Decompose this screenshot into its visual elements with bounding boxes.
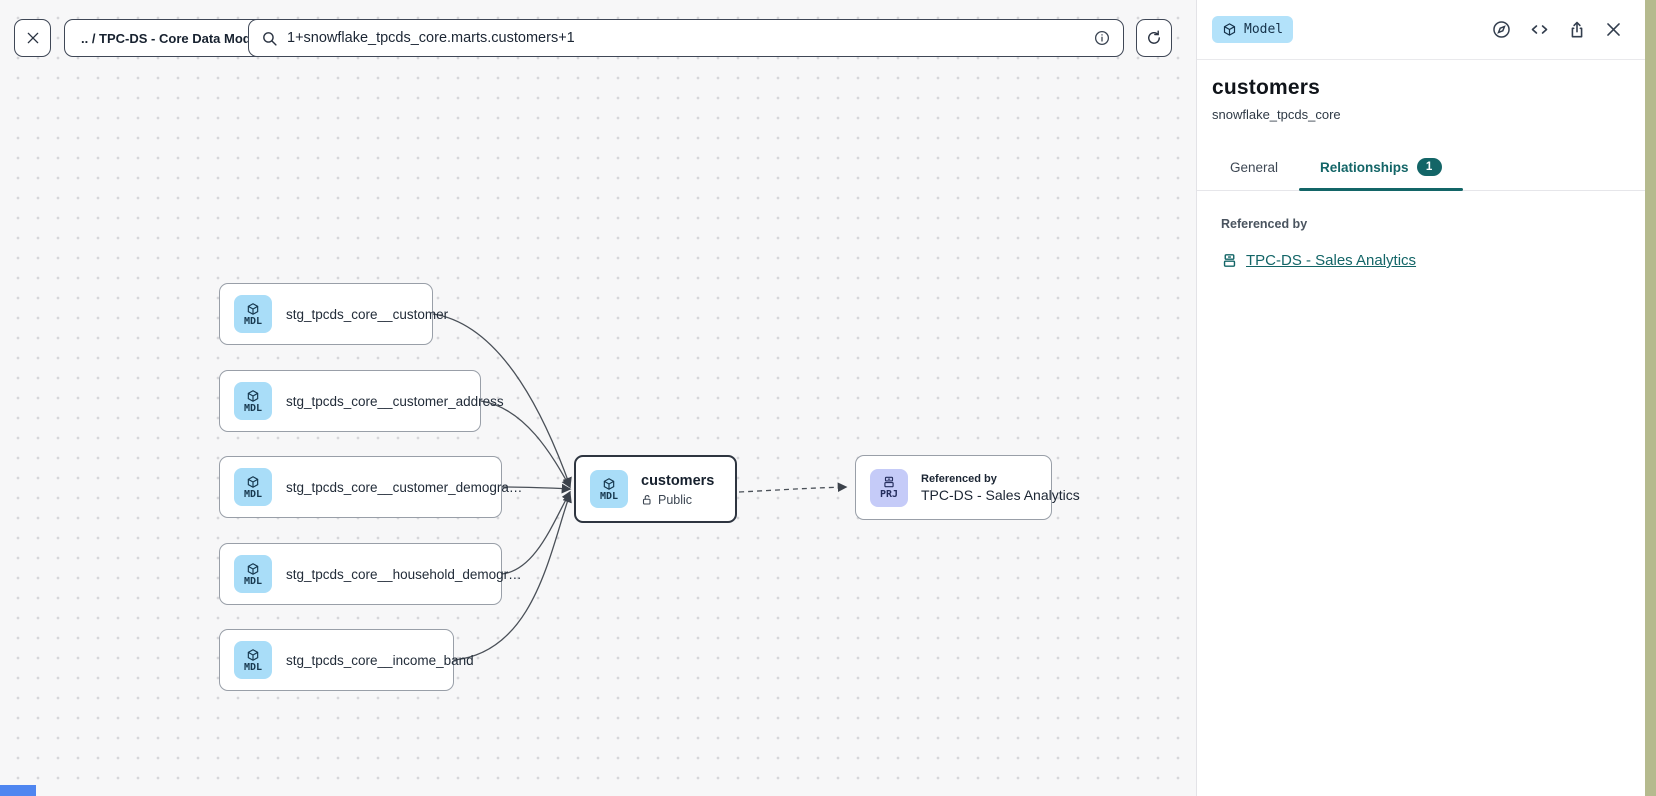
tab-relationships-label: Relationships xyxy=(1320,159,1409,175)
cube-icon xyxy=(1222,22,1237,37)
model-chip: MDL xyxy=(234,641,272,679)
node-referenced-by-project[interactable]: PRJ Referenced by TPC-DS - Sales Analyti… xyxy=(855,455,1080,520)
node-label: stg_tpcds_core__income_band xyxy=(286,652,474,668)
node-label: stg_tpcds_core__customer xyxy=(286,306,449,322)
breadcrumb-label: .. / TPC-DS - Core Data Models xyxy=(81,30,269,46)
tab-relationships[interactable]: Relationships 1 xyxy=(1299,144,1463,191)
project-icon xyxy=(882,475,896,489)
explore-compass-icon[interactable] xyxy=(1491,19,1512,40)
referenced-by-label: Referenced by xyxy=(1221,217,1308,231)
node-customers-selected[interactable]: MDL customers Public xyxy=(574,455,737,523)
chip-label: MDL xyxy=(243,402,263,414)
node-label: stg_tpcds_core__customer_address xyxy=(286,393,504,409)
project-icon xyxy=(1221,252,1238,269)
model-chip: MDL xyxy=(234,468,272,506)
referenced-by-row: TPC-DS - Sales Analytics xyxy=(1221,252,1629,269)
lineage-edges xyxy=(432,313,848,661)
code-icon[interactable] xyxy=(1529,19,1550,40)
cube-icon xyxy=(246,562,260,576)
node-stg-tpcds-core-customer[interactable]: MDL stg_tpcds_core__customer xyxy=(219,283,448,345)
chip-label: MDL xyxy=(243,575,263,587)
search-input[interactable] xyxy=(287,30,1084,46)
lock-open-icon xyxy=(641,494,653,506)
relationships-count-badge: 1 xyxy=(1416,158,1442,176)
lineage-search[interactable] xyxy=(248,19,1124,57)
details-panel: Model customers snowflake_tpcds_core xyxy=(1197,0,1645,796)
node-label: stg_tpcds_core__customer_demogra… xyxy=(286,479,523,495)
resource-type-badge: Model xyxy=(1212,16,1294,43)
node-kicker: Referenced by xyxy=(921,472,997,485)
node-stg-tpcds-core-income-band[interactable]: MDL stg_tpcds_core__income_band xyxy=(219,629,474,691)
chip-label: PRJ xyxy=(879,489,899,500)
refresh-button[interactable] xyxy=(1136,19,1172,57)
cube-icon xyxy=(246,389,260,403)
desktop-edge-strip xyxy=(1645,0,1656,796)
details-panel-header: Model xyxy=(1197,0,1645,60)
close-panel-icon[interactable] xyxy=(1604,20,1623,39)
resource-type-label: Model xyxy=(1244,22,1284,37)
close-icon xyxy=(25,30,41,46)
access-label: Public xyxy=(658,492,693,507)
node-stg-tpcds-core-household-demographics[interactable]: MDL stg_tpcds_core__household_demogr… xyxy=(219,543,522,605)
page-title: customers xyxy=(1212,76,1321,99)
node-label: stg_tpcds_core__household_demogr… xyxy=(286,566,522,582)
resource-title-block: customers snowflake_tpcds_core xyxy=(1197,60,1645,122)
model-chip: MDL xyxy=(590,470,628,508)
info-icon[interactable] xyxy=(1093,29,1111,47)
node-label: TPC-DS - Sales Analytics xyxy=(921,486,1080,503)
share-icon[interactable] xyxy=(1567,20,1587,40)
chip-label: MDL xyxy=(599,490,619,502)
chip-label: MDL xyxy=(243,488,263,500)
cube-icon xyxy=(246,648,260,662)
project-chip: PRJ xyxy=(870,468,908,507)
close-lineage-button[interactable] xyxy=(14,19,51,57)
node-stg-tpcds-core-customer-demographics[interactable]: MDL stg_tpcds_core__customer_demogra… xyxy=(219,456,522,518)
node-stg-tpcds-core-customer-address[interactable]: MDL stg_tpcds_core__customer_address xyxy=(219,370,504,432)
canvas-corner-marker xyxy=(0,785,36,796)
tab-general-label: General xyxy=(1230,159,1279,175)
project-subtitle: snowflake_tpcds_core xyxy=(1212,107,1341,122)
node-access: Public xyxy=(641,493,714,507)
search-icon xyxy=(261,30,278,47)
cube-icon xyxy=(246,302,260,316)
cube-icon xyxy=(602,477,616,491)
chip-label: MDL xyxy=(243,661,263,673)
model-chip: MDL xyxy=(234,295,272,333)
lineage-canvas[interactable]: .. / TPC-DS - Core Data Models MDL xyxy=(0,0,1197,796)
tab-general[interactable]: General xyxy=(1209,144,1299,190)
cube-icon xyxy=(246,475,260,489)
model-chip: MDL xyxy=(234,382,272,420)
chip-label: MDL xyxy=(243,315,263,327)
relationships-content: Referenced by TPC-DS - Sales Analytics xyxy=(1197,191,1645,269)
panel-tabs: General Relationships 1 xyxy=(1197,144,1645,191)
refresh-icon xyxy=(1145,29,1163,47)
referenced-project-link[interactable]: TPC-DS - Sales Analytics xyxy=(1246,252,1417,269)
model-chip: MDL xyxy=(234,555,272,593)
node-title: customers xyxy=(641,472,715,489)
